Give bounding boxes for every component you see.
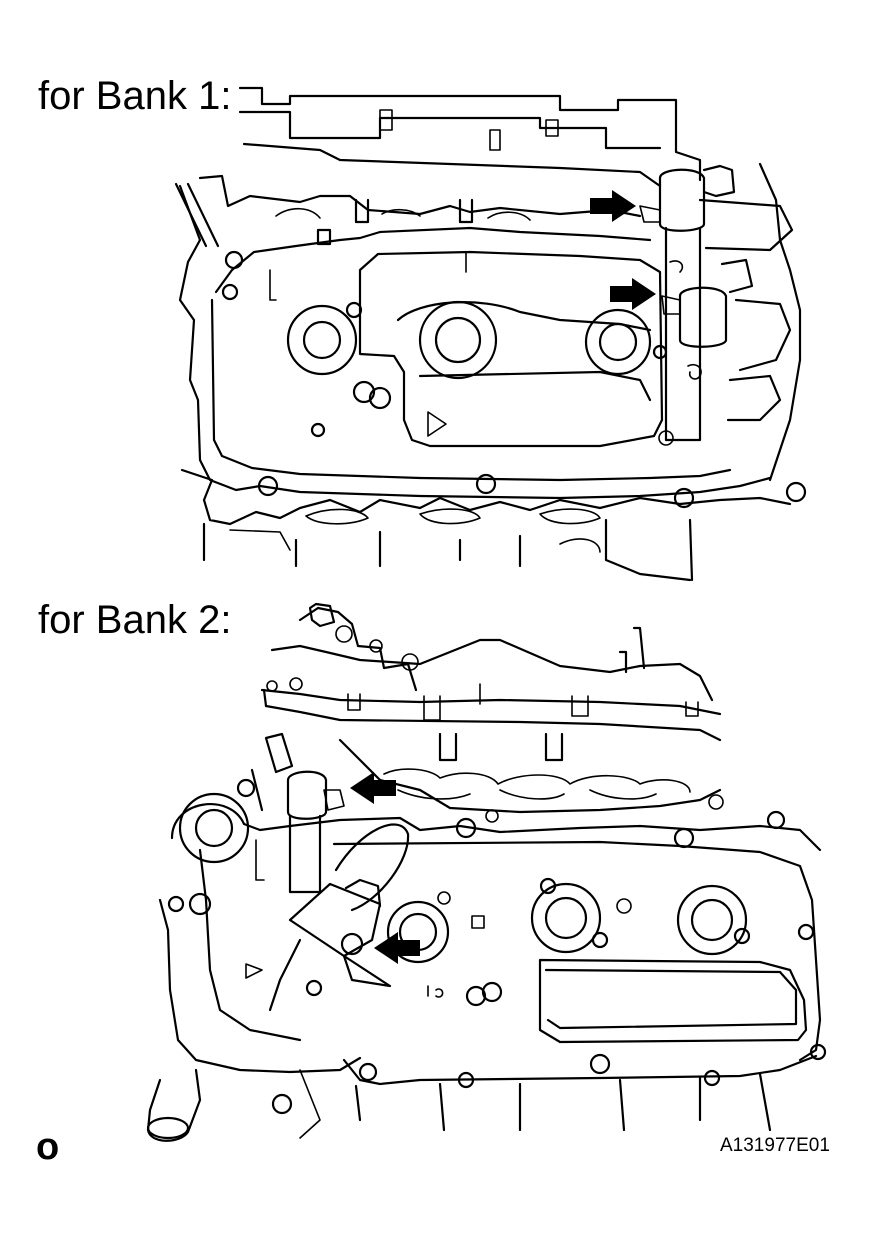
bank2-ports xyxy=(340,734,723,822)
bank1-oil-control-valves xyxy=(640,164,800,480)
bank1-callout-arrow-upper xyxy=(590,190,636,222)
bank2-head-cover xyxy=(160,780,825,1130)
bank1-label: for Bank 1: xyxy=(38,74,232,118)
corner-mark: o xyxy=(36,1126,60,1168)
bank2-label: for Bank 2: xyxy=(38,598,232,642)
bank1-intake-outline xyxy=(240,88,700,186)
bank1-callout-arrow-lower xyxy=(610,278,656,310)
bank2-intake-manifold xyxy=(262,604,720,740)
bank2-oil-control-valves xyxy=(252,734,408,1010)
bank2-water-pipe xyxy=(148,1070,320,1141)
figure-id: A131977E01 xyxy=(720,1135,830,1156)
bank1-left-pipe xyxy=(176,184,218,246)
bank1-head-cover xyxy=(180,176,805,507)
bank2-callout-arrow-lower xyxy=(374,932,420,964)
bank2-callout-arrow-upper xyxy=(350,772,396,804)
bank1-lower-block xyxy=(182,470,790,580)
